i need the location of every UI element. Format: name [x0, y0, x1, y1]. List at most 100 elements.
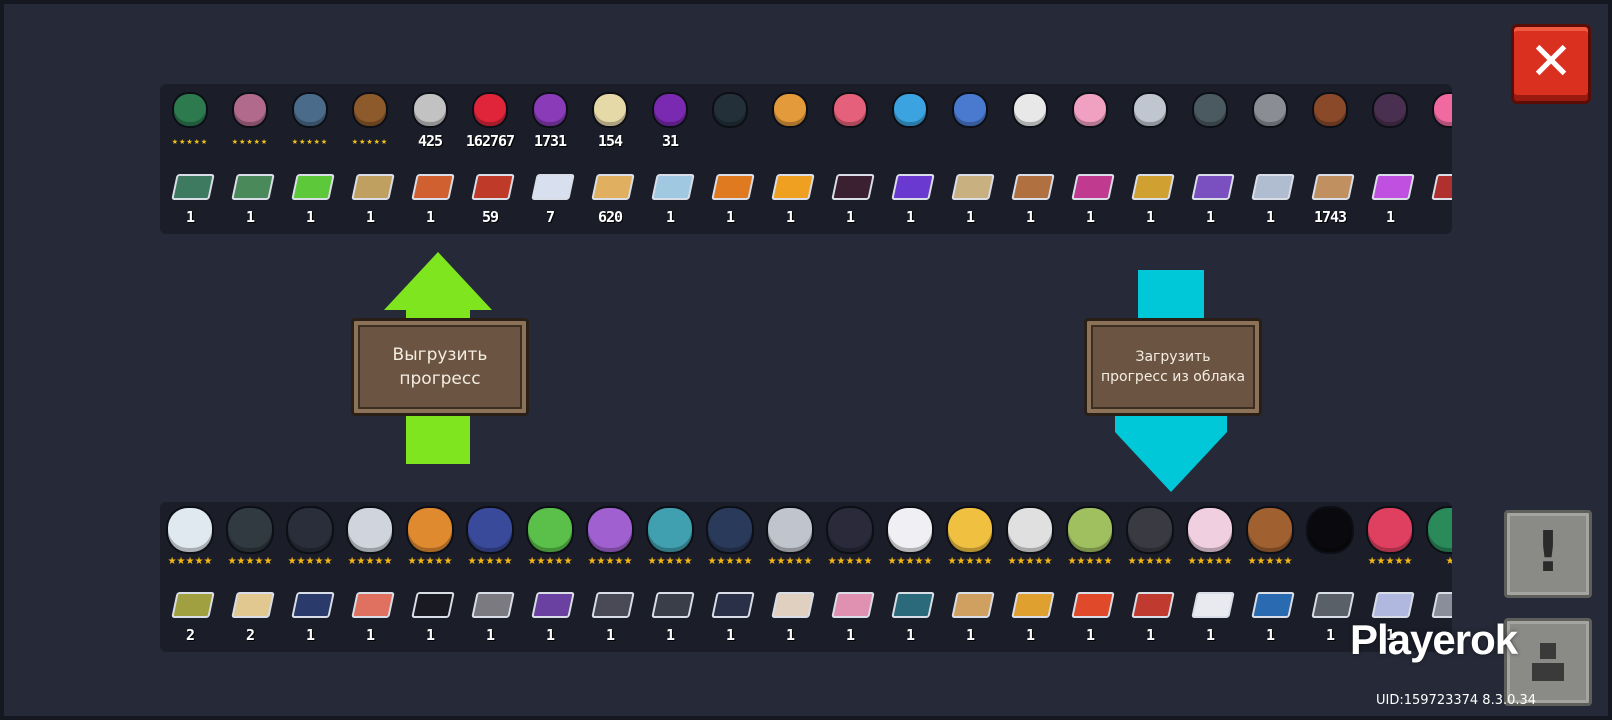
- pet-slot[interactable]: 154: [580, 88, 640, 158]
- pet-slot[interactable]: [880, 88, 940, 158]
- item-slot[interactable]: 1: [1120, 580, 1180, 650]
- hero-slot[interactable]: ★★★★★: [940, 506, 1000, 576]
- item-slot[interactable]: 1: [880, 580, 940, 650]
- hero-slot[interactable]: ★★★★★: [340, 506, 400, 576]
- item-slot[interactable]: 1: [520, 580, 580, 650]
- pet-slot[interactable]: [940, 88, 1000, 158]
- item-slot[interactable]: 2: [160, 580, 220, 650]
- hero-slot[interactable]: ★★★★★: [1180, 506, 1240, 576]
- item-slot[interactable]: 1: [1300, 580, 1360, 650]
- item-slot[interactable]: 1: [1060, 580, 1120, 650]
- item-slot[interactable]: 1: [1240, 580, 1300, 650]
- pet-slot[interactable]: 31: [640, 88, 700, 158]
- pet-slot[interactable]: ★★★★★: [340, 88, 400, 158]
- hero-slot[interactable]: ★★★★★: [1060, 506, 1120, 576]
- pet-slot[interactable]: ★★★★★: [160, 88, 220, 158]
- pet-slot[interactable]: [700, 88, 760, 158]
- material-slot[interactable]: 1: [700, 162, 760, 232]
- material-slot[interactable]: 7: [520, 162, 580, 232]
- item-slot[interactable]: 1: [940, 580, 1000, 650]
- pet-slot[interactable]: 162767: [460, 88, 520, 158]
- alert-button[interactable]: !: [1504, 510, 1592, 598]
- hero-slot[interactable]: ★★★★★: [820, 506, 880, 576]
- material-slot[interactable]: 1: [880, 162, 940, 232]
- item-slot[interactable]: 1: [400, 580, 460, 650]
- item-slot[interactable]: 1: [1000, 580, 1060, 650]
- material-slot[interactable]: 1: [160, 162, 220, 232]
- item-slot[interactable]: 1: [460, 580, 520, 650]
- material-slot[interactable]: 1743: [1300, 162, 1360, 232]
- material-slot[interactable]: 1: [1000, 162, 1060, 232]
- material-slot[interactable]: 1: [400, 162, 460, 232]
- pet-slot[interactable]: [1300, 88, 1360, 158]
- item-slot[interactable]: 1: [700, 580, 760, 650]
- hero-slot[interactable]: ★★★★★: [460, 506, 520, 576]
- item-slot[interactable]: 1: [760, 580, 820, 650]
- pet-slot[interactable]: [1060, 88, 1120, 158]
- item-slot[interactable]: 2: [220, 580, 280, 650]
- anubis-hero-icon: [828, 508, 872, 552]
- material-slot[interactable]: 59: [460, 162, 520, 232]
- pet-slot[interactable]: [1420, 88, 1452, 158]
- material-slot[interactable]: 1: [220, 162, 280, 232]
- hero-slot[interactable]: ★★★★★: [1120, 506, 1180, 576]
- hero-slot[interactable]: ★★★★★: [220, 506, 280, 576]
- item-slot[interactable]: 1: [580, 580, 640, 650]
- hero-slot[interactable]: ★★★★★: [280, 506, 340, 576]
- pet-slot[interactable]: [820, 88, 880, 158]
- hero-slot[interactable]: ★★★★★: [640, 506, 700, 576]
- material-slot[interactable]: 1: [940, 162, 1000, 232]
- close-button[interactable]: ✕: [1511, 24, 1591, 104]
- hero-slot[interactable]: ★★★★★: [160, 506, 220, 576]
- pet-slot[interactable]: 425: [400, 88, 460, 158]
- hero-slot[interactable]: ★★★★★: [760, 506, 820, 576]
- item-slot[interactable]: 1: [1180, 580, 1240, 650]
- pet-slot[interactable]: [1000, 88, 1060, 158]
- material-slot[interactable]: 1: [1180, 162, 1240, 232]
- material-slot[interactable]: 1: [1120, 162, 1180, 232]
- pet-slot[interactable]: [760, 88, 820, 158]
- item-slot[interactable]: 1: [1360, 580, 1420, 650]
- hero-slot[interactable]: ★★★★★: [580, 506, 640, 576]
- material-slot[interactable]: 620: [580, 162, 640, 232]
- item-count: 1: [365, 626, 375, 644]
- green-card-2-icon: [231, 168, 275, 200]
- material-slot[interactable]: 1: [640, 162, 700, 232]
- item-slot[interactable]: 1: [340, 580, 400, 650]
- inventory-bottom-panel[interactable]: ★★★★★★★★★★★★★★★★★★★★★★★★★★★★★★★★★★★★★★★★…: [160, 502, 1452, 652]
- material-slot[interactable]: 1: [1240, 162, 1300, 232]
- hero-slot[interactable]: ★: [1420, 506, 1452, 576]
- item-slot[interactable]: 1: [640, 580, 700, 650]
- hero-slot[interactable]: ★★★★★: [400, 506, 460, 576]
- material-slot[interactable]: 1: [1060, 162, 1120, 232]
- hero-slot[interactable]: ★★★★★: [1360, 506, 1420, 576]
- hero-slot[interactable]: ★★★★★: [700, 506, 760, 576]
- hero-slot[interactable]: [1300, 506, 1360, 576]
- profile-button[interactable]: [1504, 618, 1592, 706]
- dark-card-icon: [831, 168, 875, 200]
- hero-slot[interactable]: ★★★★★: [1000, 506, 1060, 576]
- material-slot[interactable]: [1420, 162, 1452, 232]
- download-progress-button[interactable]: Загрузить прогресс из облака: [1084, 318, 1262, 416]
- material-slot[interactable]: 1: [820, 162, 880, 232]
- material-slot[interactable]: 1: [340, 162, 400, 232]
- material-slot[interactable]: 1: [760, 162, 820, 232]
- material-slot[interactable]: 1: [280, 162, 340, 232]
- poster-icon: [1311, 168, 1355, 200]
- pet-slot[interactable]: ★★★★★: [280, 88, 340, 158]
- item-slot[interactable]: 1: [820, 580, 880, 650]
- upload-progress-button[interactable]: Выгрузить прогресс: [351, 318, 529, 416]
- pet-slot[interactable]: [1180, 88, 1240, 158]
- hero-slot[interactable]: ★★★★★: [880, 506, 940, 576]
- pet-slot[interactable]: ★★★★★: [220, 88, 280, 158]
- pet-slot[interactable]: [1120, 88, 1180, 158]
- item-count: 1: [365, 208, 375, 226]
- pet-slot[interactable]: 1731: [520, 88, 580, 158]
- pet-slot[interactable]: [1360, 88, 1420, 158]
- hero-slot[interactable]: ★★★★★: [520, 506, 580, 576]
- material-slot[interactable]: 1: [1360, 162, 1420, 232]
- item-slot[interactable]: 1: [280, 580, 340, 650]
- pet-slot[interactable]: [1240, 88, 1300, 158]
- hero-slot[interactable]: ★★★★★: [1240, 506, 1300, 576]
